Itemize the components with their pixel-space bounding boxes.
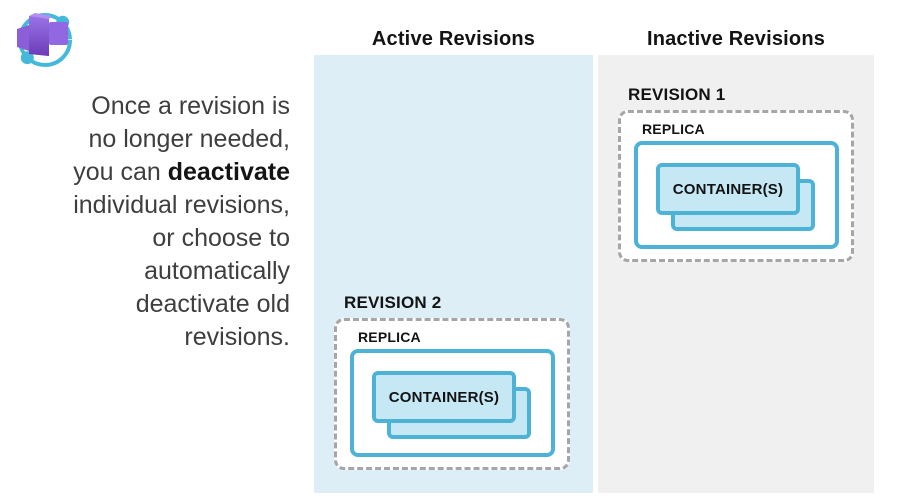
intro-line: Once a revision is [91,92,290,120]
container-apps-icon [17,13,72,67]
revision-2-label: REVISION 2 [344,293,442,312]
revision-2-boundary: REPLICA CONTAINER(S) [334,318,570,470]
revision-1-label: REVISION 1 [628,85,726,104]
container-box-front: CONTAINER(S) [372,371,516,423]
replica-label: REPLICA [642,121,705,137]
intro-line: revisions. [184,323,290,351]
revision-1-block: REVISION 1 REPLICA CONTAINER(S) [618,85,854,262]
container-box-front: CONTAINER(S) [656,163,800,215]
active-revisions-panel: REVISION 2 REPLICA CONTAINER(S) [314,55,593,493]
replica-box: CONTAINER(S) [634,141,839,249]
intro-line: no longer needed, [88,125,290,153]
intro-line: you can deactivate [16,156,290,189]
inactive-revisions-header: Inactive Revisions [646,28,826,50]
intro-line-pre: you can [73,158,168,186]
active-revisions-header: Active Revisions [371,28,536,50]
deactivate-keyword: deactivate [167,158,290,186]
revision-1-boundary: REPLICA CONTAINER(S) [618,110,854,262]
replica-box: CONTAINER(S) [350,349,555,457]
intro-line: deactivate old [135,290,290,318]
revision-2-block: REVISION 2 REPLICA CONTAINER(S) [334,293,570,470]
intro-text: Once a revision is no longer needed, you… [16,90,290,354]
intro-line: automatically [144,257,290,285]
inactive-revisions-panel: REVISION 1 REPLICA CONTAINER(S) [598,55,874,493]
intro-line: individual revisions, [73,191,290,219]
replica-label: REPLICA [358,329,421,345]
orbit-dot [20,51,34,65]
intro-line: or choose to [152,224,290,252]
